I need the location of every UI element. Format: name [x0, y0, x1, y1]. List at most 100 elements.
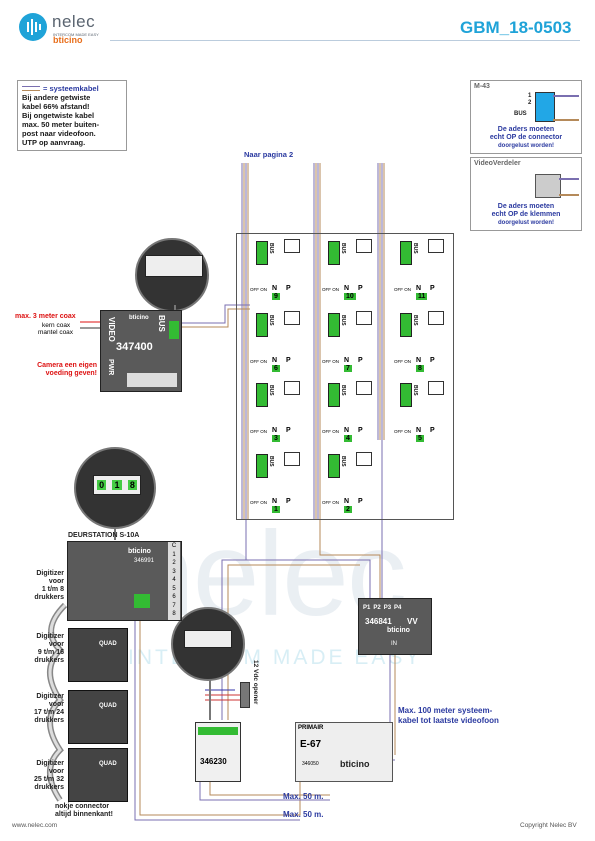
- p-label: P: [286, 357, 291, 364]
- p-label: P: [358, 427, 363, 434]
- p-label: P: [286, 498, 291, 505]
- nelec-logo: nelec INTERCOM MADE EASY bticino: [18, 12, 108, 45]
- p-label: P: [430, 357, 435, 364]
- m43-note-line: echt OP de connector: [489, 134, 563, 141]
- videoverdeler-box: VideoVerdeler De aders moeten echt OP de…: [470, 157, 582, 231]
- n-label: N: [272, 498, 278, 505]
- off-on-label: OFF ON: [394, 429, 411, 434]
- green-terminal: [169, 321, 179, 339]
- p-label: P: [286, 427, 291, 434]
- vd-note-line: De aders moeten: [497, 203, 555, 210]
- line: drukkers: [34, 784, 64, 791]
- p-label: P: [358, 285, 363, 292]
- bticino-badge: bticino: [129, 315, 149, 321]
- bus-label: BUS: [268, 243, 274, 254]
- videophone: BUS OFF ON N P 7: [312, 309, 376, 373]
- off-on-label: OFF ON: [250, 500, 267, 505]
- note-line: Bij andere getwiste: [22, 93, 91, 102]
- bus-terminal: [400, 313, 412, 337]
- bus-label: BUS: [268, 456, 274, 467]
- terminal-1: 1: [172, 551, 176, 558]
- videophone: BUS OFF ON N P 4: [312, 379, 376, 443]
- m43-pin-bus: BUS: [514, 111, 527, 117]
- bus-terminal: [328, 454, 340, 478]
- m43-box: M-43 1 2 BUS De aders moeten echt OP de …: [470, 80, 582, 154]
- screen-icon: [284, 381, 300, 395]
- bus-label: BUS: [268, 385, 274, 396]
- bus-label: BUS: [412, 315, 418, 326]
- bus-label: BUS: [268, 315, 274, 326]
- module-346841: P1 P2 P3 P4 346841 VV bticino IN: [358, 598, 432, 655]
- p1: P1: [363, 605, 371, 611]
- terminal-6: 6: [172, 594, 176, 600]
- deurstation-title: DEURSTATION S-10A: [68, 532, 140, 539]
- bus-label: BUS: [412, 243, 418, 254]
- primair-label: PRIMAIR: [298, 725, 324, 731]
- bus-label: BUS: [340, 385, 346, 396]
- line: Digitizer: [36, 570, 64, 577]
- screen-icon: [428, 239, 444, 253]
- kern-coax-label: kern coax: [42, 322, 71, 329]
- footer-url[interactable]: www.nelec.com: [12, 822, 58, 829]
- camera-note-line: Camera een eigen: [37, 362, 97, 369]
- deurstation-panel: bticino 346991 C 1 2 3 4 5 6 7 8: [67, 541, 182, 621]
- bus-terminal: [328, 313, 340, 337]
- videophone: BUS OFF ON N P 9: [240, 237, 304, 301]
- n-label: N: [416, 285, 422, 292]
- bus-terminal: [256, 313, 268, 337]
- screen-icon: [356, 452, 372, 466]
- n-label: N: [344, 285, 350, 292]
- m43-pin-1: 1: [528, 93, 532, 99]
- in-label: IN: [391, 641, 397, 647]
- zoom-digit-switches: 0 1 8: [93, 475, 141, 495]
- terminal-3: 3: [172, 568, 176, 575]
- terminal-8: 8: [172, 611, 176, 617]
- vv-label: VV: [407, 617, 418, 626]
- quad-label: QUAD: [99, 761, 117, 767]
- off-on-label: OFF ON: [322, 500, 339, 505]
- p3: P3: [383, 605, 392, 611]
- screen-icon: [428, 311, 444, 325]
- quad-label: QUAD: [99, 703, 117, 709]
- m43-pin-2: 2: [528, 100, 532, 106]
- bus-terminal: [256, 383, 268, 407]
- videophone: BUS OFF ON N P 1: [240, 450, 304, 514]
- p4: P4: [394, 605, 402, 611]
- p-label: P: [358, 357, 363, 364]
- screen-icon: [428, 381, 444, 395]
- line: Digitizer: [36, 760, 64, 767]
- videoverdeler-note: De aders moeten echt OP de klemmen doorg…: [471, 203, 581, 227]
- videophone: BUS OFF ON N P 5: [384, 379, 448, 443]
- bus-terminal: [400, 383, 412, 407]
- label-pwr: PWR: [107, 359, 114, 376]
- m43-wires: [553, 95, 579, 121]
- vd-note-line: doorgelust worden!: [498, 220, 554, 226]
- line: voor: [48, 701, 64, 708]
- note-line: kabel 66% afstand!: [22, 102, 90, 111]
- off-on-label: OFF ON: [394, 287, 411, 292]
- terminal-c: C: [171, 543, 177, 549]
- off-on-label: OFF ON: [322, 287, 339, 292]
- p-label: P: [358, 498, 363, 505]
- off-on-label: OFF ON: [250, 359, 267, 364]
- m43-note: De aders moeten echt OP de connector doo…: [471, 126, 581, 150]
- line: 1 t/m 8: [41, 586, 64, 593]
- bus-label: BUS: [340, 315, 346, 326]
- zoom-terminal-strip: [145, 255, 203, 277]
- phone-number: 9: [272, 293, 280, 300]
- p-label: P: [430, 285, 435, 292]
- note-line: Bij ongetwiste kabel: [22, 111, 95, 120]
- line: voor: [48, 578, 64, 585]
- line: Max. 100 meter systeem-: [398, 706, 493, 715]
- m43-note-line: De aders moeten: [497, 126, 555, 133]
- videophone: BUS OFF ON N P 10: [312, 237, 376, 301]
- n-label: N: [416, 357, 422, 364]
- n-label: N: [344, 357, 350, 364]
- line: altijd binnenkant!: [55, 811, 113, 818]
- phone-number: 3: [272, 435, 280, 442]
- screen-icon: [356, 381, 372, 395]
